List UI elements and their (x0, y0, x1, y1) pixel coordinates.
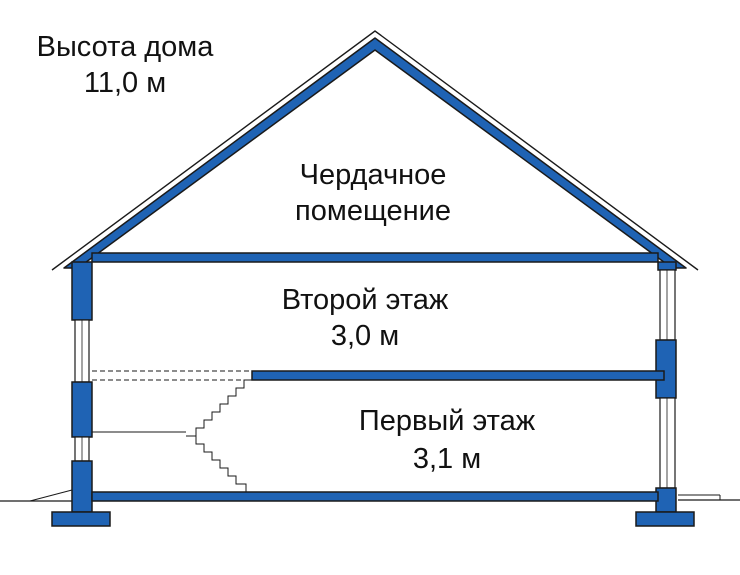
house-height-value: 11,0 м (84, 67, 166, 99)
staircase (92, 379, 262, 493)
attic-label-line2: помещение (295, 195, 451, 227)
right-wall (655, 261, 677, 513)
ground-floor-slab (91, 491, 659, 502)
attic-floor-slab (91, 252, 659, 263)
right-window-lower (659, 397, 676, 489)
second-floor-label: Второй этаж (282, 284, 449, 316)
first-floor-height: 3,1 м (413, 443, 481, 475)
right-window-upper (659, 269, 676, 341)
ground-line (0, 489, 740, 502)
left-footing (51, 511, 111, 527)
first-floor-label: Первый этаж (359, 405, 536, 437)
left-wall (71, 261, 93, 513)
attic-label-line1: Чердачное (300, 159, 447, 191)
second-floor-height: 3,0 м (331, 320, 399, 352)
second-floor-slab (92, 370, 665, 381)
right-footing (635, 511, 695, 527)
house-height-label: Высота дома (37, 31, 215, 63)
